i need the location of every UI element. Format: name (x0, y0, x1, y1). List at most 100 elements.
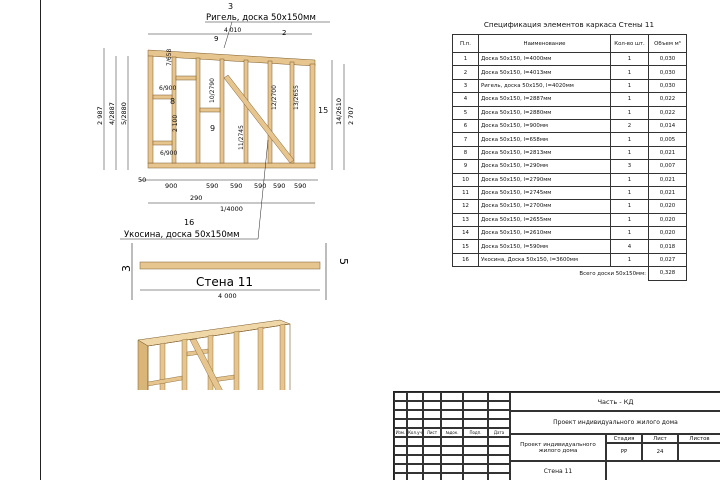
spec-cell-num: 15 (452, 239, 479, 254)
spec-cell-qty: 1 (610, 145, 649, 161)
bottom-dim-3: 590 (230, 182, 242, 190)
bottom-dim-5: 590 (273, 182, 285, 190)
member-label-9-mid: 9 (210, 124, 215, 133)
stamp-org-cell (606, 461, 720, 480)
stamp-grid-cell (394, 437, 407, 446)
spec-cell-volume: 0,030 (648, 51, 687, 67)
spec-cell-volume: 0,020 (648, 212, 687, 228)
stamp-grid-cell (488, 455, 510, 464)
member-label-10: 10/2790 (209, 78, 216, 103)
stamp-grid-cell (394, 446, 407, 455)
spec-cell-num: 13 (452, 212, 479, 228)
member-label-12: 12/2700 (271, 85, 278, 110)
stamp-column-label: Подп. (463, 428, 488, 437)
stamp-grid-cell (441, 473, 463, 480)
wall-label: Стена 11 (196, 275, 253, 289)
stamp-grid-cell (441, 401, 463, 410)
brace-callout-text: Укосина, доска 50х150мм (124, 230, 240, 240)
spec-cell-name: Ригель, доска 50х150, l=4020мм (478, 78, 611, 94)
spec-cell-num: 4 (452, 92, 479, 107)
member-label-6-top: 6/900 (159, 85, 176, 92)
spec-cell-volume: 0,030 (648, 65, 687, 80)
spec-cell-num: 3 (452, 78, 479, 94)
stamp-grid-cell (423, 410, 441, 419)
stamp-grid-cell (423, 464, 441, 473)
spec-cell-name: Доска 50х150, l=2655мм (478, 212, 611, 228)
member-label-9-top: 9 (214, 35, 218, 43)
spec-cell-qty: 1 (610, 185, 649, 201)
spec-cell-num: 14 (452, 226, 479, 241)
stamp-grid-cell (441, 392, 463, 401)
stamp-grid-cell (463, 473, 488, 480)
stamp-grid-cell (423, 419, 441, 428)
stamp-grid-cell (407, 473, 423, 480)
stamp-grid-cell (463, 464, 488, 473)
spec-cell-num: 16 (452, 252, 479, 268)
spec-cell-qty: 1 (610, 252, 649, 268)
spec-cell-num: 12 (452, 199, 479, 214)
bottom-dim-2: 590 (206, 182, 218, 190)
stamp-code: Часть - КД (510, 392, 720, 411)
spec-cell-volume: 0,014 (648, 118, 687, 134)
spec-cell-name: Доска 50х150, l=4000мм (478, 51, 611, 67)
spec-cell-qty: 1 (610, 226, 649, 241)
spec-cell-volume: 0,027 (648, 252, 687, 268)
stamp-grid-cell (488, 401, 510, 410)
spec-cell-qty: 1 (610, 65, 649, 80)
spec-cell-num: 6 (452, 118, 479, 134)
stamp-grid-cell (488, 410, 510, 419)
stamp-grid-cell (407, 455, 423, 464)
stamp-grid-cell (407, 392, 423, 401)
stamp-grid-cell (407, 437, 423, 446)
stamp-sheets-count (678, 443, 720, 461)
brace-callout-number: 16 (184, 218, 194, 227)
spec-cell-name: Укосина, Доска 50х150, l=3600мм (478, 252, 611, 268)
spec-cell-volume: 0,018 (648, 239, 687, 254)
stamp-grid-cell (423, 455, 441, 464)
member-label-6-bottom: 6/900 (160, 150, 177, 157)
stamp-sheets-label: Листов (678, 434, 720, 443)
spec-cell-volume: 0,020 (648, 226, 687, 241)
spec-header-qty: Кол-во шт. (610, 34, 649, 53)
sheet-frame (40, 0, 720, 480)
member-label-13: 13/2655 (293, 85, 300, 110)
spec-cell-name: Доска 50х150, l=2700мм (478, 199, 611, 214)
stamp-grid-cell (441, 437, 463, 446)
bottom-offset: 50 (138, 176, 146, 184)
stamp-grid-cell (488, 437, 510, 446)
spec-cell-qty: 1 (610, 78, 649, 94)
spec-cell-volume: 0,022 (648, 105, 687, 120)
stamp-grid-cell (423, 401, 441, 410)
section-mark-right: 5 (337, 258, 350, 265)
spec-cell-qty: 4 (610, 239, 649, 254)
spec-cell-num: 11 (452, 185, 479, 201)
spec-cell-volume: 0,021 (648, 172, 687, 187)
member-label-2100: 2 100 (172, 115, 179, 132)
spec-cell-num: 9 (452, 159, 479, 174)
specification-table: Спецификация элементов каркаса Стены 11 … (452, 16, 687, 281)
spec-cell-name: Доска 50х150, l=4013мм (478, 65, 611, 80)
spec-cell-qty: 1 (610, 92, 649, 107)
top-dimension: 4 010 (224, 27, 241, 34)
stamp-grid-cell (441, 419, 463, 428)
bottom-dim-4: 590 (254, 182, 266, 190)
stamp-grid-cell (407, 464, 423, 473)
stamp-grid-cell (407, 446, 423, 455)
stamp-grid-cell (407, 401, 423, 410)
stamp-grid-cell (423, 473, 441, 480)
spec-cell-num: 10 (452, 172, 479, 187)
stamp-grid-cell (407, 419, 423, 428)
plate-dimension: 1/4000 (220, 205, 243, 213)
stamp-grid-cell (394, 473, 407, 480)
